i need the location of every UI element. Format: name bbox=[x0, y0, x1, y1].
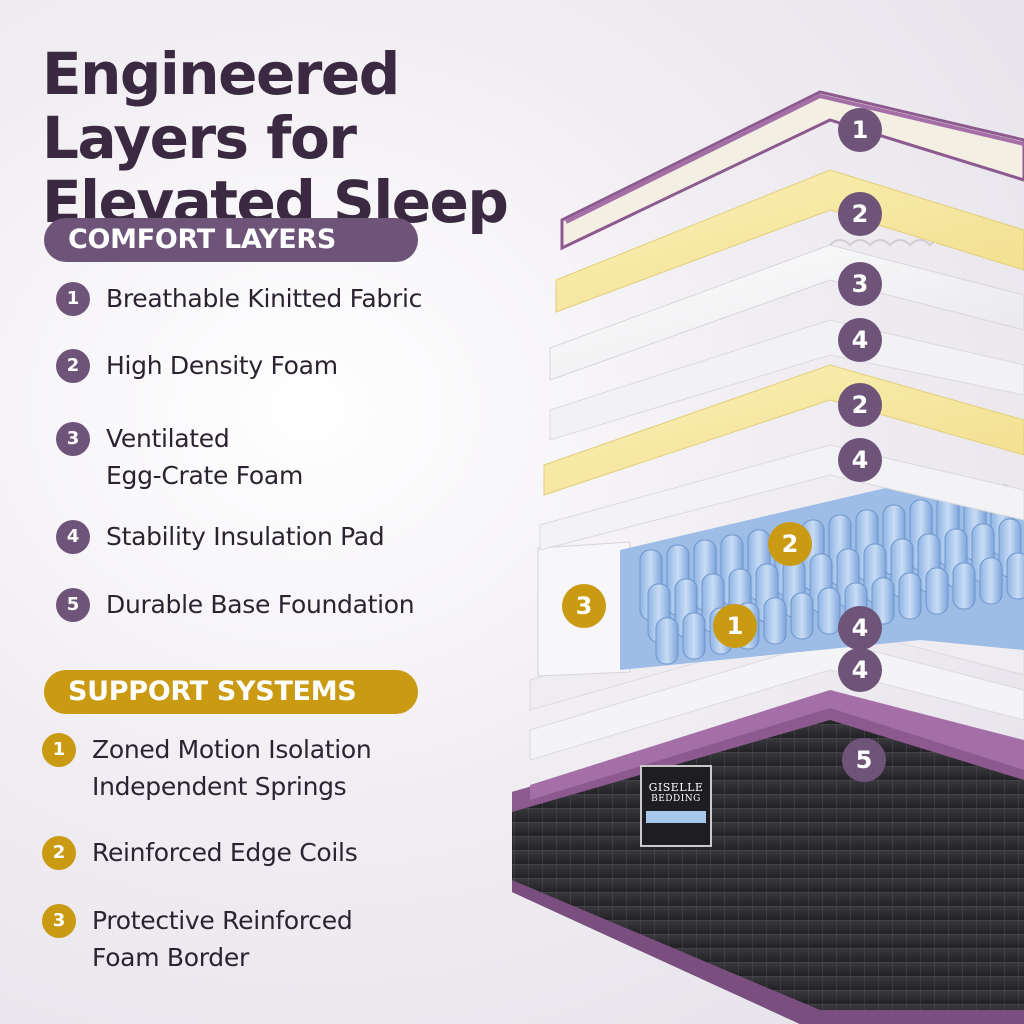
layer-badge: 2 bbox=[838, 383, 882, 427]
support-systems-heading: SUPPORT SYSTEMS bbox=[44, 670, 418, 714]
coil-spring bbox=[952, 562, 976, 610]
layer-badge: 4 bbox=[838, 648, 882, 692]
insulation-pad-layer bbox=[549, 319, 1024, 441]
layer-badge: 4 bbox=[838, 318, 882, 362]
mattress-layers-illustration bbox=[512, 90, 1024, 1024]
comfort-layers-heading: COMFORT LAYERS bbox=[44, 218, 418, 262]
layer-badge: 1 bbox=[838, 108, 882, 152]
number-badge: 3 bbox=[56, 422, 90, 456]
number-badge: 1 bbox=[42, 733, 76, 767]
layer-badge: 2 bbox=[838, 192, 882, 236]
knitted-fabric-layer bbox=[560, 90, 1024, 251]
number-badge: 4 bbox=[56, 520, 90, 554]
number-badge: 1 bbox=[56, 282, 90, 316]
comfort-item-label: High Density Foam bbox=[106, 351, 338, 380]
brand-label: GISELLE BEDDING bbox=[640, 765, 712, 847]
number-badge: 3 bbox=[42, 904, 76, 938]
coil-spring bbox=[790, 592, 814, 640]
coil-spring bbox=[979, 557, 1003, 605]
layer-badge: 5 bbox=[842, 738, 886, 782]
brand-subname: BEDDING bbox=[651, 794, 701, 804]
support-item-label: Reinforced Edge Coils bbox=[92, 838, 358, 867]
comfort-item-label: Stability Insulation Pad bbox=[106, 522, 385, 551]
comfort-item-4: 4 Stability Insulation Pad bbox=[56, 518, 385, 555]
comfort-item-label: Breathable Kinitted Fabric bbox=[106, 284, 423, 313]
support-item-label: Protective Reinforced Foam Border bbox=[92, 906, 353, 972]
layer-badge: 3 bbox=[838, 262, 882, 306]
layer-badge: 4 bbox=[838, 606, 882, 650]
comfort-item-label: Ventilated Egg-Crate Foam bbox=[106, 424, 303, 490]
number-badge: 2 bbox=[42, 836, 76, 870]
coil-spring bbox=[898, 572, 922, 620]
layer-badge: 1 bbox=[713, 604, 757, 648]
coil-spring bbox=[763, 597, 787, 645]
support-item-2: 2 Reinforced Edge Coils bbox=[42, 834, 358, 871]
coil-spring bbox=[1006, 552, 1024, 600]
coil-spring bbox=[817, 587, 841, 635]
layer-badge: 2 bbox=[768, 522, 812, 566]
comfort-item-3: 3 Ventilated Egg-Crate Foam bbox=[56, 420, 303, 494]
insulation-pad-layer bbox=[539, 444, 1024, 551]
layer-badge: 3 bbox=[562, 584, 606, 628]
coil-spring bbox=[682, 612, 706, 660]
brand-stripe bbox=[646, 811, 706, 823]
brand-name: GISELLE bbox=[648, 781, 704, 794]
coil-spring bbox=[871, 577, 895, 625]
support-item-label: Zoned Motion Isolation Independent Sprin… bbox=[92, 735, 372, 801]
support-item-3: 3 Protective Reinforced Foam Border bbox=[42, 902, 353, 976]
layer-badge: 4 bbox=[838, 438, 882, 482]
coil-spring bbox=[925, 567, 949, 615]
comfort-item-label: Durable Base Foundation bbox=[106, 590, 415, 619]
comfort-item-1: 1 Breathable Kinitted Fabric bbox=[56, 280, 422, 317]
comfort-item-2: 2 High Density Foam bbox=[56, 347, 338, 384]
coil-spring bbox=[655, 617, 679, 665]
support-item-1: 1 Zoned Motion Isolation Independent Spr… bbox=[42, 731, 372, 805]
number-badge: 2 bbox=[56, 349, 90, 383]
page-title: Engineered Layers for Elevated Sleep bbox=[42, 40, 509, 236]
high-density-foam-layer bbox=[555, 169, 1024, 313]
high-density-foam-layer bbox=[543, 364, 1024, 496]
number-badge: 5 bbox=[56, 588, 90, 622]
comfort-item-5: 5 Durable Base Foundation bbox=[56, 586, 415, 623]
